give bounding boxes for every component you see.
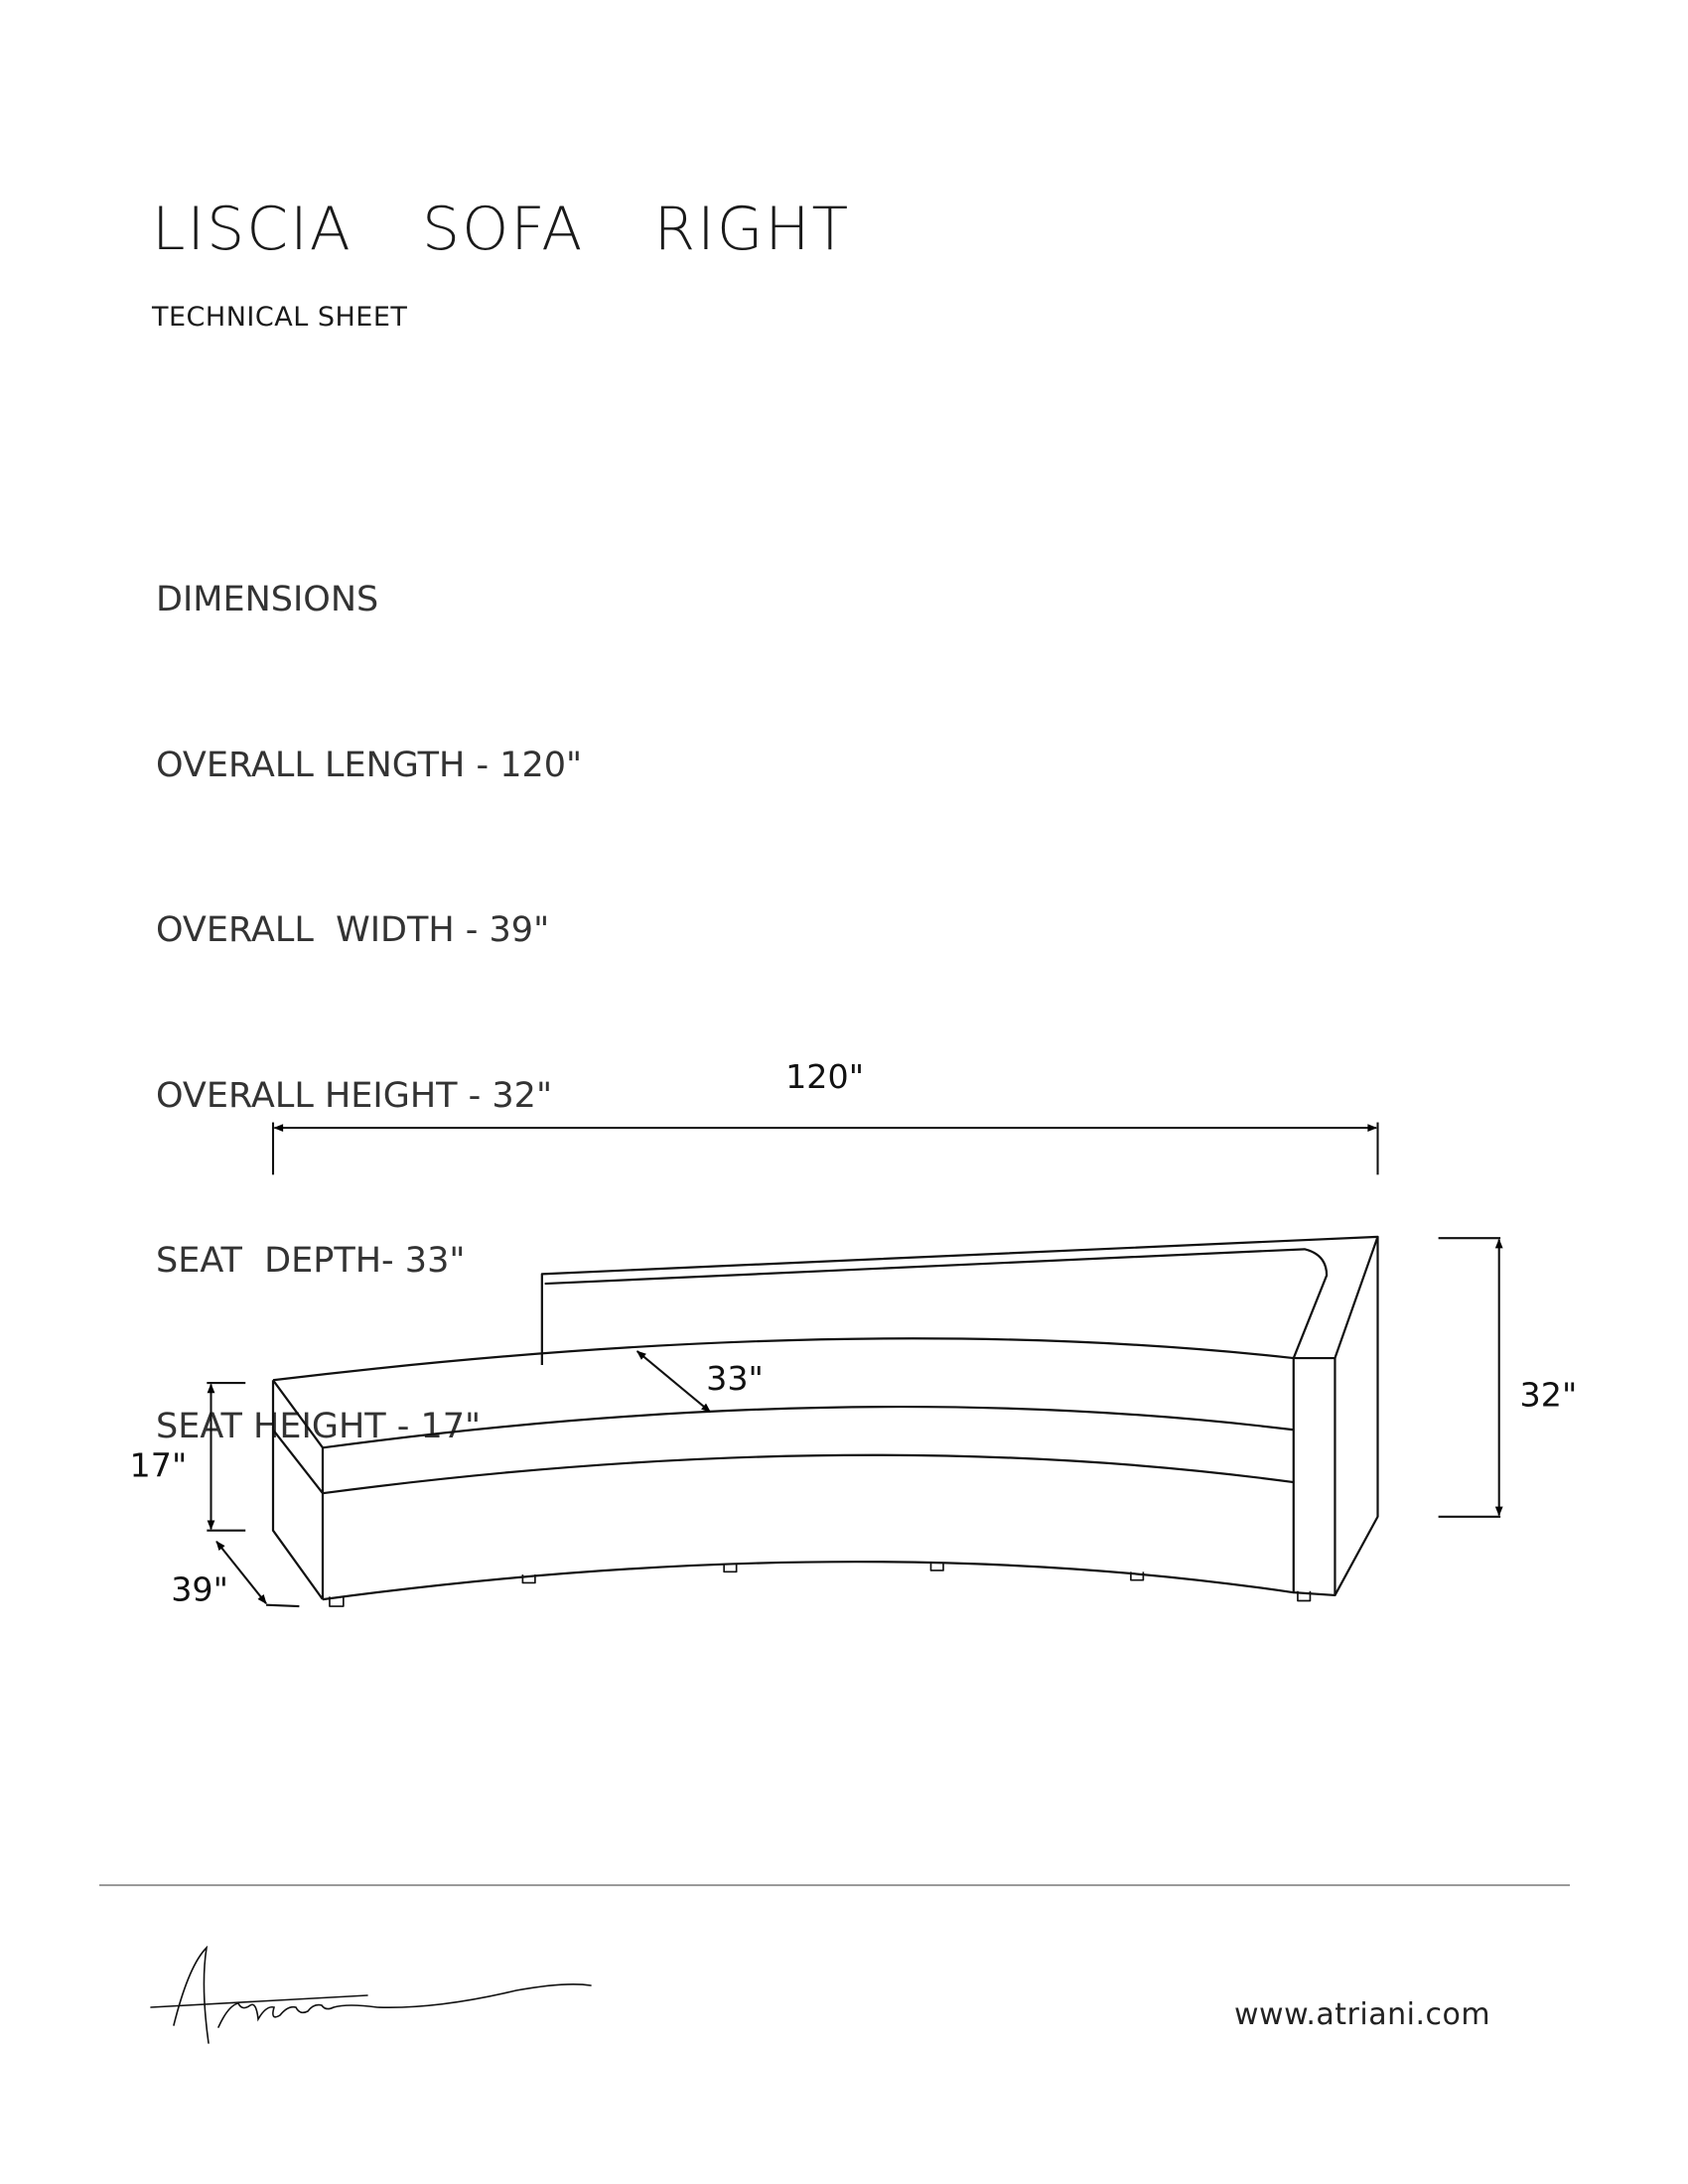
seat-front-top-edge (322, 1405, 1294, 1449)
sofa-back-inner (544, 1248, 1329, 1359)
sofa-back (540, 1235, 1379, 1365)
dimensions-heading: DIMENSIONS (156, 580, 379, 619)
dimension-seat-depth: SEAT DEPTH- 33" (156, 1241, 466, 1281)
sofa-left-side (271, 1379, 325, 1600)
seat-depth-dimension-line (635, 1350, 712, 1414)
height-label: 32" (1520, 1376, 1578, 1415)
page-title: LISCIA SOFA RIGHT (152, 195, 851, 264)
seat-cushion-bottom-edge (322, 1453, 1294, 1495)
seat-top-back-edge (272, 1337, 1294, 1382)
footer-divider (99, 1884, 1570, 1886)
page-subtitle: TECHNICAL SHEET (152, 302, 408, 333)
width-label: 39" (171, 1570, 228, 1608)
atriani-signature-logo (150, 1946, 592, 2044)
dimension-length: OVERALL LENGTH - 120" (156, 745, 583, 785)
seat-height-label: 17" (130, 1446, 188, 1485)
dimension-height: OVERALL HEIGHT - 32" (156, 1075, 553, 1116)
length-label: 120" (785, 1057, 864, 1096)
sofa-legs (329, 1562, 1312, 1607)
sofa-right-arm (1292, 1236, 1379, 1597)
website-url[interactable]: www.atriani.com (1234, 1997, 1491, 2032)
dimensions-list: DIMENSIONS OVERALL LENGTH - 120" OVERALL… (156, 463, 582, 1510)
width-dimension-line (215, 1541, 267, 1605)
dimension-seat-height: SEAT HEIGHT - 17" (156, 1406, 482, 1446)
base-bottom-edge (322, 1561, 1294, 1601)
seat-depth-label: 33" (706, 1359, 764, 1398)
dimension-width: OVERALL WIDTH - 39" (156, 910, 550, 950)
